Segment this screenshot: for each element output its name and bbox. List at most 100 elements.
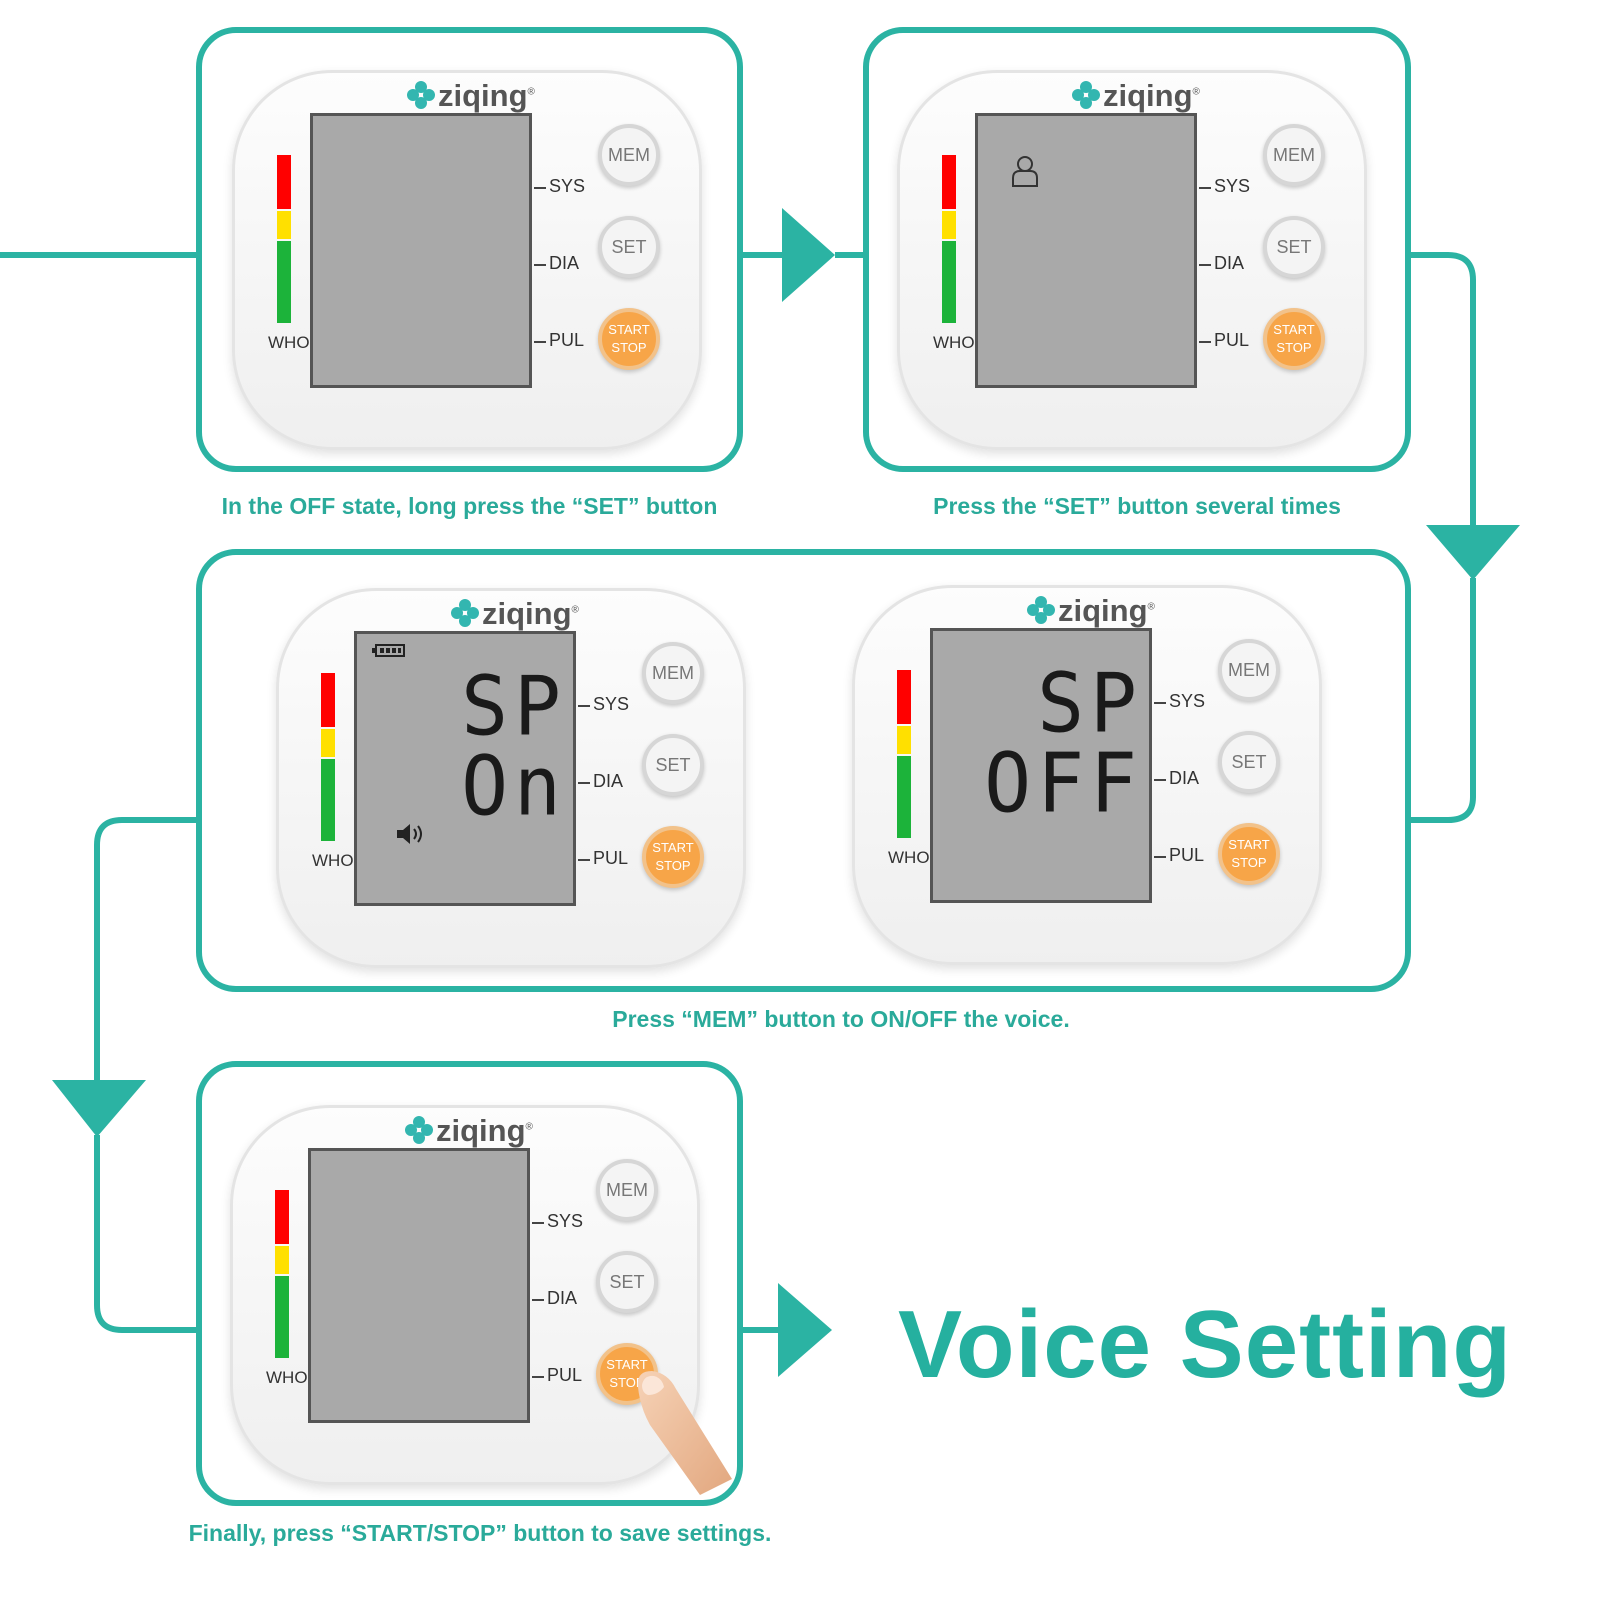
who-bar-green [277,241,291,323]
who-label: WHO [933,333,975,352]
clover-icon [1027,596,1055,624]
dia-label: DIA [549,253,580,273]
arrow-right-2 [778,1283,832,1377]
who-bar-green [897,756,911,838]
clover-icon [405,1116,433,1144]
stop-label: STOP [609,1375,645,1390]
who-label: WHO [268,333,310,352]
start-label: START [608,322,650,337]
monitor-voice-off: ziqing® WHO SP OFF SYS DIA PUL MEM SET S… [852,585,1322,965]
set-button[interactable]: SET [596,1251,658,1313]
pul-label: PUL [1214,330,1250,350]
start-label: START [652,840,694,855]
lcd-screen: SP On [354,631,576,906]
step1-caption: In the OFF state, long press the “SET” b… [221,493,718,519]
who-bar-yellow [897,726,911,754]
brand-logo: ziqing® [1072,78,1200,114]
who-bar-green [321,759,335,841]
lcd-screen [310,113,532,388]
sys-label: SYS [1214,176,1251,196]
start-label: START [1273,322,1315,337]
who-bar-yellow [321,729,335,757]
sys-label: SYS [549,176,586,196]
who-bar-red [275,1190,289,1244]
sys-label: SYS [547,1211,584,1231]
who-bar-yellow [942,211,956,239]
who-label: WHO [266,1368,308,1387]
who-bar-red [277,155,291,209]
arrow-right-1 [782,208,835,302]
stop-label: STOP [655,858,691,873]
monitor-step2: ziqing® WHO SYS DIA PUL MEM SET START ST… [897,70,1367,450]
clover-icon [451,599,479,627]
page-title: Voice Setting [898,1291,1512,1398]
mem-button[interactable]: MEM [1263,124,1325,186]
start-label: START [1228,837,1270,852]
set-button[interactable]: SET [598,216,660,278]
brand-logo: ziqing® [405,1113,533,1149]
who-bar-yellow [277,211,291,239]
mem-button[interactable]: MEM [598,124,660,186]
lcd-screen [308,1148,530,1423]
brand-name: ziqing [438,78,528,113]
pul-label: PUL [549,330,585,350]
mem-button[interactable]: MEM [1218,639,1280,701]
clover-icon [1072,81,1100,109]
user-profile-icon [1012,156,1038,187]
monitor-step1: ziqing® WHO SYS DIA PUL MEM SET START ST… [232,70,702,450]
lcd-line2: On [461,739,567,835]
pul-label: PUL [1169,845,1205,865]
start-stop-button[interactable]: START STOP [1263,308,1325,370]
step3-caption: Press “MEM” button to ON/OFF the voice. [612,1006,1070,1032]
start-label: START [606,1357,648,1372]
brand-logo: ziqing® [407,78,535,114]
stop-label: STOP [1231,855,1267,870]
brand-name: ziqing [436,1113,526,1148]
brand-name: ziqing [482,596,572,631]
who-bar-yellow [275,1246,289,1274]
finger-pointer-icon [637,1371,732,1495]
monitor-step4: ziqing® WHO SYS DIA PUL MEM SET START ST… [230,1105,732,1495]
lcd-screen [975,113,1197,388]
mem-button[interactable]: MEM [642,642,704,704]
dia-label: DIA [1169,768,1200,788]
brand-logo: ziqing® [1027,593,1155,629]
start-stop-button[interactable]: START STOP [642,826,704,888]
lcd-line2: OFF [984,736,1143,832]
who-bar-green [942,241,956,323]
mem-button[interactable]: MEM [596,1159,658,1221]
step4-caption: Finally, press “START/STOP” button to sa… [188,1520,772,1546]
brand-name: ziqing [1103,78,1193,113]
stop-label: STOP [611,340,647,355]
monitor-voice-on: ziqing® WHO SP On SYS DIA PUL MEM SET ST… [276,588,746,968]
start-stop-button[interactable]: START STOP [598,308,660,370]
dia-label: DIA [593,771,624,791]
start-stop-button[interactable]: START STOP [1218,823,1280,885]
battery-icon [372,644,405,657]
arrow-down-1 [1426,525,1520,580]
set-button[interactable]: SET [1218,731,1280,793]
who-bar-green [275,1276,289,1358]
dia-label: DIA [547,1288,578,1308]
arrow-down-2 [52,1080,146,1137]
set-button[interactable]: SET [1263,216,1325,278]
brand-name: ziqing [1058,593,1148,628]
pul-label: PUL [593,848,629,868]
who-bar-red [942,155,956,209]
lcd-line1: SP [461,659,567,755]
lcd-screen: SP OFF [930,628,1152,903]
sys-label: SYS [593,694,630,714]
who-label: WHO [888,848,930,867]
brand-logo: ziqing® [451,596,579,632]
step2-caption: Press the “SET” button several times [933,493,1341,519]
stop-label: STOP [1276,340,1312,355]
lcd-line1: SP [1037,656,1143,752]
sys-label: SYS [1169,691,1206,711]
pul-label: PUL [547,1365,583,1385]
set-button[interactable]: SET [642,734,704,796]
dia-label: DIA [1214,253,1245,273]
who-bar-red [321,673,335,727]
who-bar-red [897,670,911,724]
